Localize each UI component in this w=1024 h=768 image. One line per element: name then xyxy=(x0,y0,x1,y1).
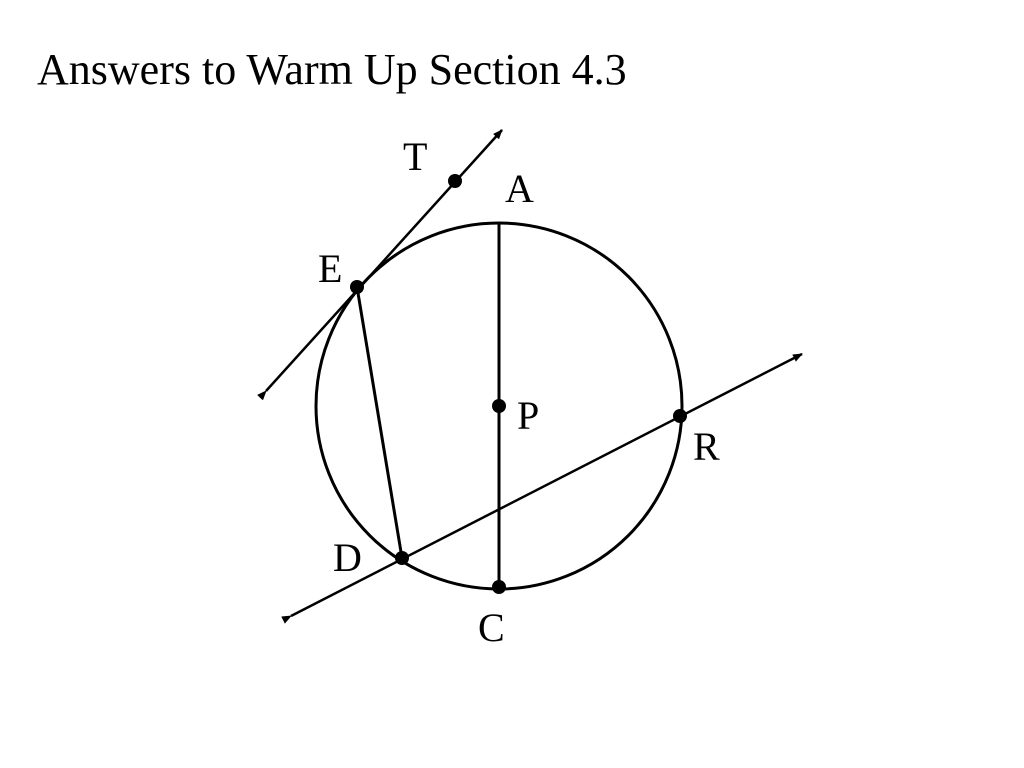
tangent-line-et xyxy=(256,129,503,401)
slide-title: Answers to Warm Up Section 4.3 xyxy=(37,45,627,94)
point-p xyxy=(492,399,506,413)
chord-ed xyxy=(355,286,404,559)
point-r xyxy=(673,409,687,423)
secant-line-dr xyxy=(281,352,803,624)
label-d: D xyxy=(333,535,362,580)
label-e: E xyxy=(318,246,342,291)
point-t xyxy=(448,174,462,188)
label-t: T xyxy=(403,134,427,179)
label-a: A xyxy=(505,166,534,211)
point-e xyxy=(350,280,364,294)
label-r: R xyxy=(693,424,720,469)
point-d xyxy=(395,551,409,565)
label-c: C xyxy=(478,605,505,650)
point-c xyxy=(492,580,506,594)
label-p: P xyxy=(517,393,539,438)
